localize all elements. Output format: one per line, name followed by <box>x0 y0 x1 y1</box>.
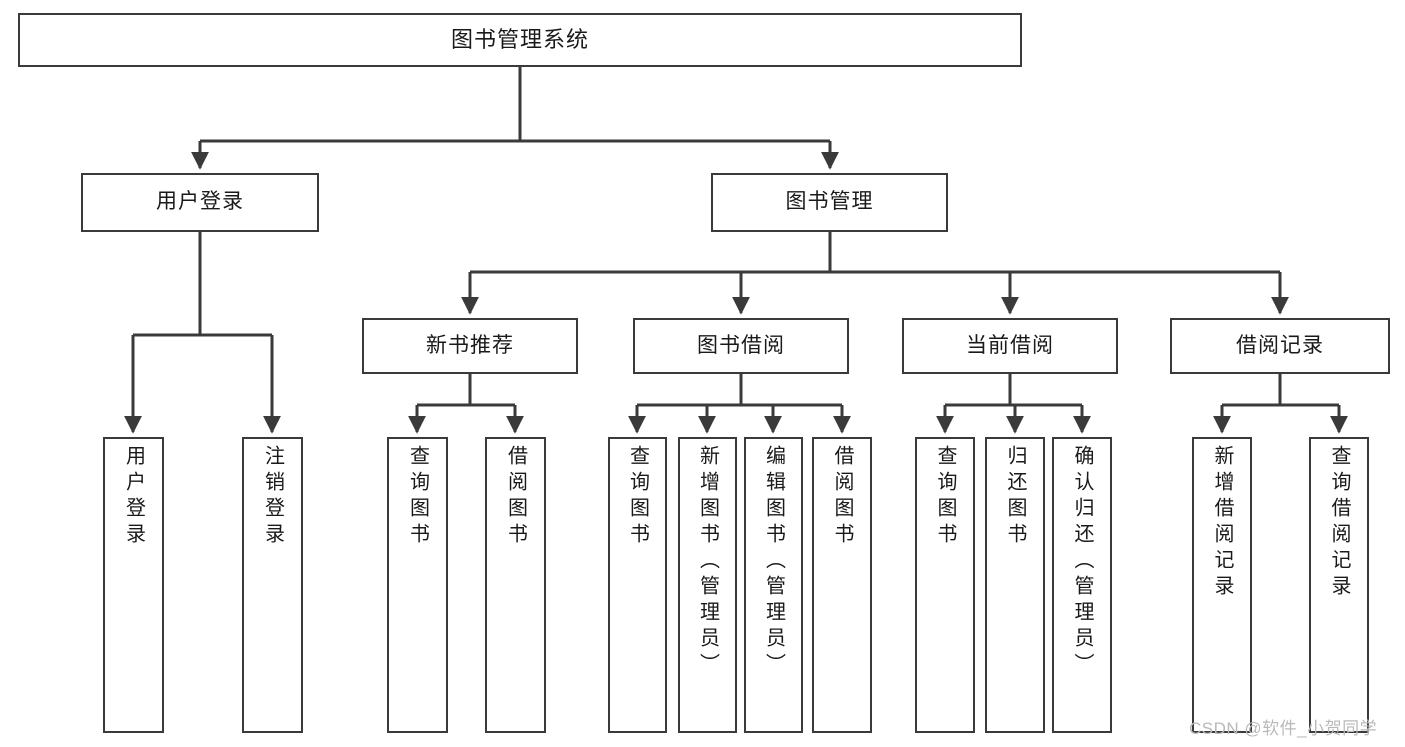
leaf-borrow-book-rec[interactable]: 借阅图书 <box>485 437 546 733</box>
leaf-add-book[interactable]: 新增图书（管理员） <box>678 437 737 733</box>
leaf-confirm-return[interactable]: 确认归还（管理员） <box>1052 437 1112 733</box>
leaf-query-borrow-record-label: 查询借阅记录 <box>1328 445 1350 601</box>
leaf-borrow-book[interactable]: 借阅图书 <box>812 437 872 733</box>
leaf-query-book-borrow[interactable]: 查询图书 <box>608 437 667 733</box>
leaf-user-login[interactable]: 用户登录 <box>103 437 164 733</box>
leaf-borrow-book-label: 借阅图书 <box>831 445 853 549</box>
node-root[interactable]: 图书管理系统 <box>18 13 1022 67</box>
node-book-borrow[interactable]: 图书借阅 <box>633 318 849 374</box>
leaf-edit-book-label: 编辑图书（管理员） <box>762 445 785 679</box>
leaf-edit-book[interactable]: 编辑图书（管理员） <box>744 437 803 733</box>
leaf-add-borrow-record-label: 新增借阅记录 <box>1211 445 1233 601</box>
leaf-user-logout-label: 注销登录 <box>261 445 284 549</box>
csdn-watermark: CSDN @软件_小贺同学 <box>1189 719 1378 738</box>
leaf-borrow-book-rec-label: 借阅图书 <box>504 445 527 549</box>
leaf-query-book-cur-label: 查询图书 <box>934 445 956 549</box>
node-book-borrow-label: 图书借阅 <box>697 333 785 357</box>
leaf-query-book-borrow-label: 查询图书 <box>626 445 649 549</box>
node-borrow-record-label: 借阅记录 <box>1236 333 1324 357</box>
node-book-manage[interactable]: 图书管理 <box>711 173 948 232</box>
leaf-add-book-label: 新增图书（管理员） <box>696 445 719 679</box>
node-user-login[interactable]: 用户登录 <box>81 173 319 232</box>
node-borrow-record[interactable]: 借阅记录 <box>1170 318 1390 374</box>
leaf-add-borrow-record[interactable]: 新增借阅记录 <box>1192 437 1252 733</box>
node-new-book-recommend-label: 新书推荐 <box>426 333 514 357</box>
leaf-confirm-return-label: 确认归还（管理员） <box>1071 445 1093 679</box>
node-root-label: 图书管理系统 <box>450 27 589 53</box>
node-current-borrow-label: 当前借阅 <box>966 333 1054 357</box>
leaf-return-book[interactable]: 归还图书 <box>985 437 1045 733</box>
node-user-login-label: 用户登录 <box>156 190 244 214</box>
leaf-query-book-cur[interactable]: 查询图书 <box>915 437 975 733</box>
leaf-return-book-label: 归还图书 <box>1004 445 1026 549</box>
node-book-manage-label: 图书管理 <box>785 190 874 214</box>
node-new-book-recommend[interactable]: 新书推荐 <box>362 318 578 374</box>
leaf-user-logout[interactable]: 注销登录 <box>242 437 303 733</box>
node-current-borrow[interactable]: 当前借阅 <box>902 318 1118 374</box>
leaf-query-book-rec[interactable]: 查询图书 <box>387 437 448 733</box>
leaf-query-book-rec-label: 查询图书 <box>406 445 429 549</box>
leaf-user-login-label: 用户登录 <box>122 445 145 549</box>
leaf-query-borrow-record[interactable]: 查询借阅记录 <box>1309 437 1369 733</box>
